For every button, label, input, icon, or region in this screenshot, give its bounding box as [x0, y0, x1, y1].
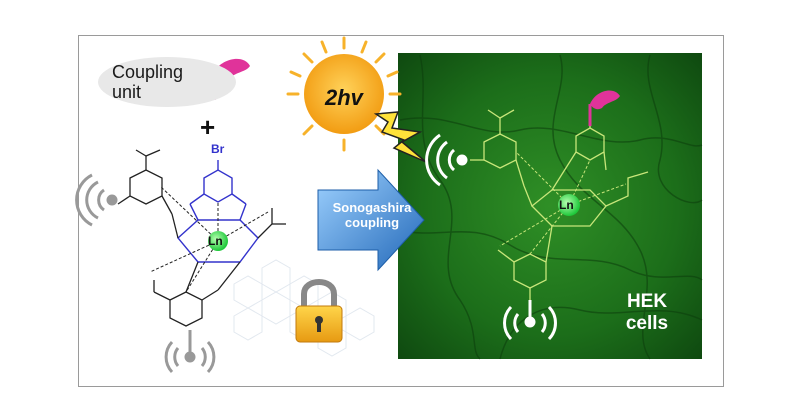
bromo-substituent-label: Br: [211, 142, 225, 156]
coupling-unit-bubble: [98, 57, 236, 107]
photon-label: 2hv: [325, 85, 363, 110]
right-complex: [425, 90, 649, 341]
coupling-unit-label: Coupling unit: [112, 62, 222, 102]
reaction-arrow: [317, 168, 425, 272]
reaction-label-line1: Sonogashira: [332, 200, 412, 215]
cell-membrane-texture: [397, 54, 703, 360]
cells-label-line2: cells: [625, 313, 669, 334]
signal-waves-icon: [75, 173, 118, 227]
right-metal-label: Ln: [559, 198, 574, 212]
cells-label-line1: HEK: [626, 291, 668, 312]
left-complex: [117, 149, 286, 327]
reaction-label-line2: coupling: [344, 215, 400, 230]
plus-sign: +: [200, 112, 216, 142]
padlock-icon: [295, 279, 343, 343]
cells-label: HEK cells: [612, 291, 682, 335]
sun-icon: [286, 36, 402, 152]
coupling-unit-label-line2: unit: [112, 82, 142, 102]
reaction-label: Sonogashira coupling: [322, 200, 422, 230]
signal-waves-icon: [164, 330, 216, 374]
coupling-unit-label-line1: Coupling: [112, 62, 184, 82]
left-metal-label: Ln: [208, 234, 223, 248]
